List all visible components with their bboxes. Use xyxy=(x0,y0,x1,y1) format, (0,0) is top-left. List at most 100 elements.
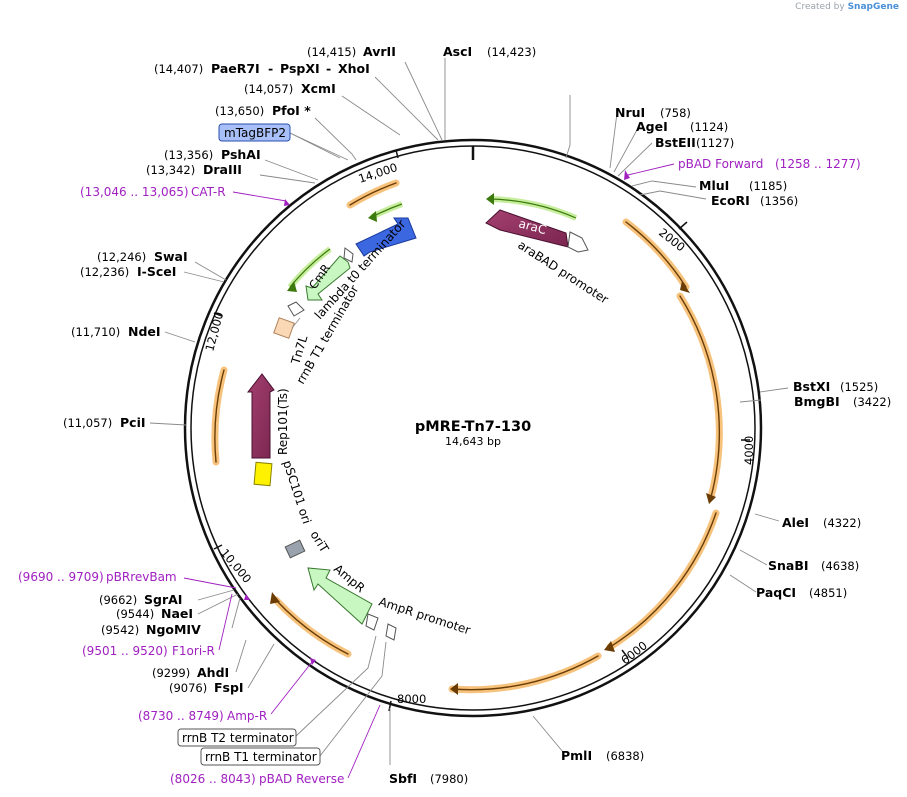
enzyme-pcii[interactable]: PciI xyxy=(120,415,146,430)
arabad-promoter-arrow xyxy=(567,231,589,253)
enzyme-pfoi[interactable]: PfoI * xyxy=(272,103,311,118)
backbone-outer xyxy=(183,138,763,718)
primer-cat-r[interactable]: CAT-R xyxy=(191,185,226,199)
enzyme-bsteii[interactable]: AgeI xyxy=(636,119,668,134)
pos-sgrai: (9662) xyxy=(99,593,137,607)
pos-naei: (9544) xyxy=(116,607,154,621)
enzyme-paqci[interactable]: PaqCI xyxy=(756,585,796,600)
enzyme-iscei[interactable]: I-SceI xyxy=(137,264,176,279)
tick-4000: 4000 xyxy=(742,436,756,465)
enzyme-pmli[interactable]: PmlI xyxy=(561,748,592,763)
tn7l-feature xyxy=(273,317,295,339)
primer-f1ori-r[interactable]: F1ori-R xyxy=(172,644,215,658)
enzyme-asci[interactable]: AscI xyxy=(443,44,472,59)
pos-paer7i: (14,407) xyxy=(154,62,203,76)
primer-pbrrevbam[interactable]: pBRrevBam xyxy=(106,570,177,584)
pos-ecori: (1185) xyxy=(749,179,787,193)
rrnb-t2-box[interactable] xyxy=(177,728,297,747)
rrnb-t1-box-label: rrnB T1 terminator xyxy=(205,750,317,764)
pos-ngomiv: (9542) xyxy=(101,623,139,637)
enzyme-ecori[interactable]: MluI xyxy=(699,178,729,193)
pos-bsteii: (1124) xyxy=(690,120,728,134)
pos-asci: (14,423) xyxy=(487,45,536,59)
primer-cat-r-pos: (13,046 .. 13,065) xyxy=(80,185,189,199)
enzyme-swai[interactable]: SwaI xyxy=(154,249,188,264)
enzyme-snabi[interactable]: SnaBI xyxy=(768,558,809,573)
enzyme-bmgbi[interactable]: BmgBI xyxy=(794,394,840,409)
orf-arc-1 xyxy=(622,218,690,291)
pos-pmli: (6838) xyxy=(606,749,644,763)
enzyme-draiii[interactable]: DraIII xyxy=(203,162,242,177)
mtagbfp2-box-label: mTagBFP2 xyxy=(224,126,286,140)
primer-pbad-reverse-pos: (8026 .. 8043) xyxy=(170,772,256,786)
enzyme-agei[interactable]: NruI xyxy=(615,105,645,120)
scale-ticks xyxy=(213,149,750,712)
plasmid-size: 14,643 bp xyxy=(445,435,501,448)
box-leader-lines xyxy=(289,132,387,757)
primer-marks xyxy=(244,170,630,665)
psc101-ori-label: pSC101 ori xyxy=(280,459,314,526)
primer-amp-r[interactable]: Amp-R xyxy=(227,709,267,723)
rrnb-t1-box[interactable] xyxy=(200,747,321,766)
ampr-promoter-arrow-a xyxy=(365,613,379,631)
psc101-ori-feature xyxy=(253,461,273,487)
tick-8000: 8000 xyxy=(397,692,426,706)
pos-pshai: (13,356) xyxy=(164,148,213,162)
tn7l-leader xyxy=(291,317,301,329)
primer-pbad-reverse[interactable]: pBAD Reverse xyxy=(259,772,344,786)
enzyme-bstxi[interactable]: EcoRI xyxy=(711,193,750,208)
pos-agei: (758) xyxy=(660,106,691,120)
pos-ndei: (11,710) xyxy=(71,325,120,339)
enzyme-ngomiv[interactable]: NgoMIV xyxy=(146,622,201,637)
primer-pbad-forward[interactable]: pBAD Forward xyxy=(678,157,763,171)
pos-swai: (12,246) xyxy=(97,250,146,264)
pos-paqci: (4851) xyxy=(809,586,847,600)
enzyme-naei[interactable]: NaeI xyxy=(161,606,193,621)
enzyme-avrii[interactable]: AvrII xyxy=(363,44,396,59)
enzyme-alei[interactable]: AleI xyxy=(782,515,809,530)
primer-f1ori-r-pos: (9501 .. 9520) xyxy=(82,644,168,658)
pos-mlui: (1127) xyxy=(696,136,734,150)
enzyme-pspxi[interactable]: PspXI xyxy=(280,61,320,76)
snapgene-credit: Created by SnapGene xyxy=(795,2,899,12)
pos-bmgbi: (3422) xyxy=(853,395,891,409)
primer-amp-r-pos: (8730 .. 8749) xyxy=(138,709,224,723)
pos-iscei: (12,236) xyxy=(80,265,129,279)
enzyme-xcmi[interactable]: XcmI xyxy=(301,81,336,96)
pos-pfoi: (13,650) xyxy=(215,104,264,118)
orf-arc-5 xyxy=(272,596,352,658)
orf-arrowheads xyxy=(270,281,716,695)
orit-feature xyxy=(284,539,306,559)
orit-label: oriT xyxy=(307,528,331,555)
dash-1: - xyxy=(268,61,273,76)
pos-xcmi: (14,057) xyxy=(244,82,293,96)
pos-bstxi: (1356) xyxy=(760,194,798,208)
rrnb-t1-inner-marker xyxy=(287,301,305,317)
dash-2: - xyxy=(326,61,331,76)
mtagbfp2-feature xyxy=(355,217,417,257)
plasmid-name: pMRE-Tn7-130 xyxy=(415,419,531,435)
pos-ahdi: (9299) xyxy=(152,666,190,680)
enzyme-xhoi[interactable]: XhoI xyxy=(338,61,370,76)
cmr-feature xyxy=(305,255,351,301)
primer-labels: pBAD Forward (1258 .. 1277) (13,046 .. 1… xyxy=(18,157,861,786)
enzyme-rsrii[interactable]: BstXI xyxy=(793,379,830,394)
rep101-label: Rep101(Ts) xyxy=(276,388,290,455)
enzyme-fspi[interactable]: FspI xyxy=(214,680,244,695)
pos-snabi: (4638) xyxy=(821,559,859,573)
enzyme-pshai[interactable]: PshAI xyxy=(221,147,261,162)
lambda-t0-marker xyxy=(343,247,354,263)
enzyme-ndei[interactable]: NdeI xyxy=(128,324,161,339)
mtagbfp2-box[interactable] xyxy=(218,123,291,142)
enzyme-sgrai[interactable]: SgrAI xyxy=(144,592,182,607)
rrnb-t2-box-label: rrnB T2 terminator xyxy=(182,731,294,745)
enzyme-mlui[interactable]: BstEII xyxy=(655,135,696,150)
enzyme-paer7i[interactable]: PaeR7I xyxy=(211,61,260,76)
enzyme-ahdi[interactable]: AhdI xyxy=(197,665,229,680)
orf-arc-3 xyxy=(606,509,720,651)
enzyme-sbfi[interactable]: SbfI xyxy=(389,771,417,786)
pos-sbfi: (7980) xyxy=(430,772,468,786)
pos-pcii: (11,057) xyxy=(63,416,112,430)
pos-fspi: (9076) xyxy=(169,681,207,695)
